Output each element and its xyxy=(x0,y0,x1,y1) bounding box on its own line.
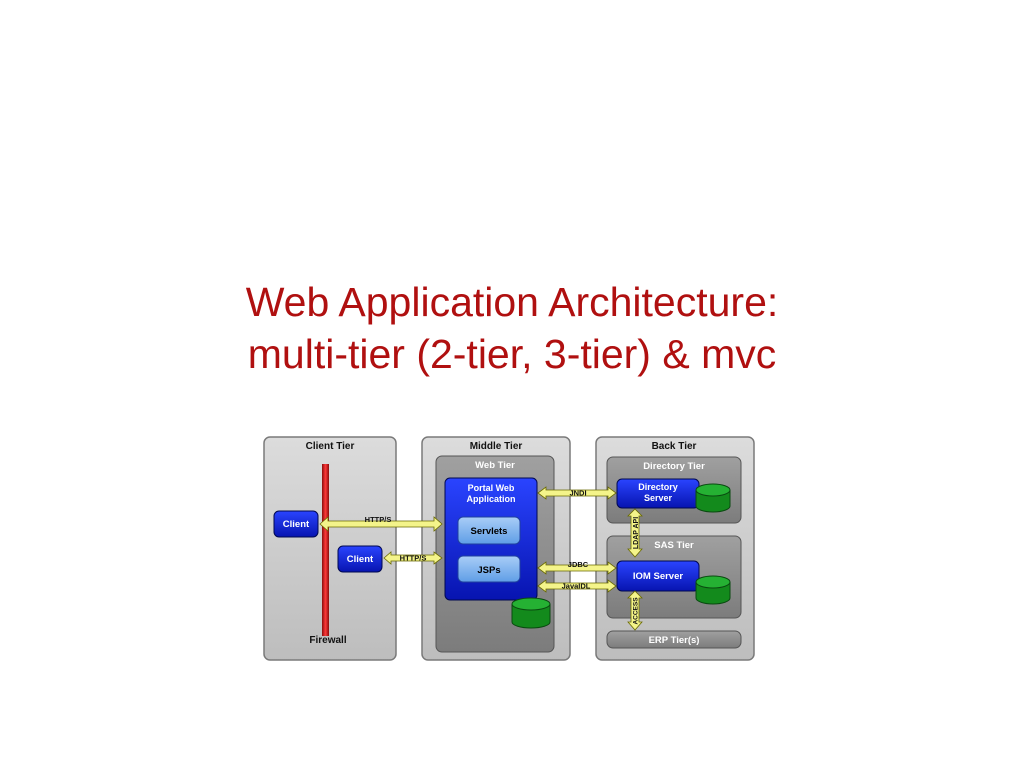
firewall: Firewall xyxy=(309,464,347,646)
firewall-label: Firewall xyxy=(309,635,346,646)
back-tier-label: Back Tier xyxy=(652,441,697,452)
http-arrow-2: HTTP/S xyxy=(383,551,443,565)
jndi-arrow: JNDI xyxy=(537,486,617,500)
access-label: ACCESS xyxy=(633,597,640,625)
servlets-box: Servlets xyxy=(457,516,521,545)
jsps-label: JSPs xyxy=(477,565,500,576)
javaidl-label: JavaIDL xyxy=(562,582,591,591)
sas-database-icon xyxy=(695,575,731,605)
client-tier-label: Client Tier xyxy=(306,441,355,452)
slide-title-line-2: multi-tier (2-tier, 3-tier) & mvc xyxy=(247,331,777,377)
http-label-1: HTTP/S xyxy=(365,515,392,524)
directory-tier-label: Directory Tier xyxy=(643,461,705,472)
portal-label-line-2: Application xyxy=(467,494,516,504)
http-label-2: HTTP/S xyxy=(400,554,427,563)
jsps-box: JSPs xyxy=(457,555,521,583)
directory-server-line-2: Server xyxy=(644,493,673,503)
iom-server-box: IOM Server xyxy=(616,560,700,592)
architecture-diagram: Client Tier Firewall Client Client Middl… xyxy=(263,436,755,661)
client-label-1: Client xyxy=(283,519,310,530)
client-tier-panel: Client Tier xyxy=(263,436,397,661)
slide-title-line-1: Web Application Architecture: xyxy=(245,279,779,325)
http-arrow-1: HTTP/S xyxy=(319,515,443,532)
client-label-2: Client xyxy=(347,554,374,565)
directory-server-box: Directory Server xyxy=(616,478,700,509)
portal-label-line-1: Portal Web xyxy=(468,483,515,493)
sas-tier-label: SAS Tier xyxy=(654,540,694,551)
directory-database-icon xyxy=(695,483,731,513)
iom-server-label: IOM Server xyxy=(633,571,683,582)
client-box-2: Client xyxy=(337,545,383,573)
slide-title: Web Application Architecture: multi-tier… xyxy=(0,276,1024,380)
middle-tier-label: Middle Tier xyxy=(470,441,523,452)
erp-tier-label: ERP Tier(s) xyxy=(649,635,700,646)
directory-server-line-1: Directory xyxy=(638,482,678,492)
ldap-api-arrow: LDAP API xyxy=(627,508,643,558)
javaidl-arrow: JavaIDL xyxy=(537,579,617,593)
jndi-label: JNDI xyxy=(569,489,586,498)
jdbc-arrow: JDBC xyxy=(537,560,617,575)
ldap-api-label: LDAP API xyxy=(633,517,640,549)
web-tier-database-icon xyxy=(511,597,551,629)
web-tier-label: Web Tier xyxy=(475,460,515,471)
jdbc-label: JDBC xyxy=(568,560,589,569)
servlets-label: Servlets xyxy=(471,526,508,537)
client-box-1: Client xyxy=(273,510,319,538)
erp-tier-bar: ERP Tier(s) xyxy=(606,630,742,649)
access-arrow: ACCESS xyxy=(627,590,643,631)
